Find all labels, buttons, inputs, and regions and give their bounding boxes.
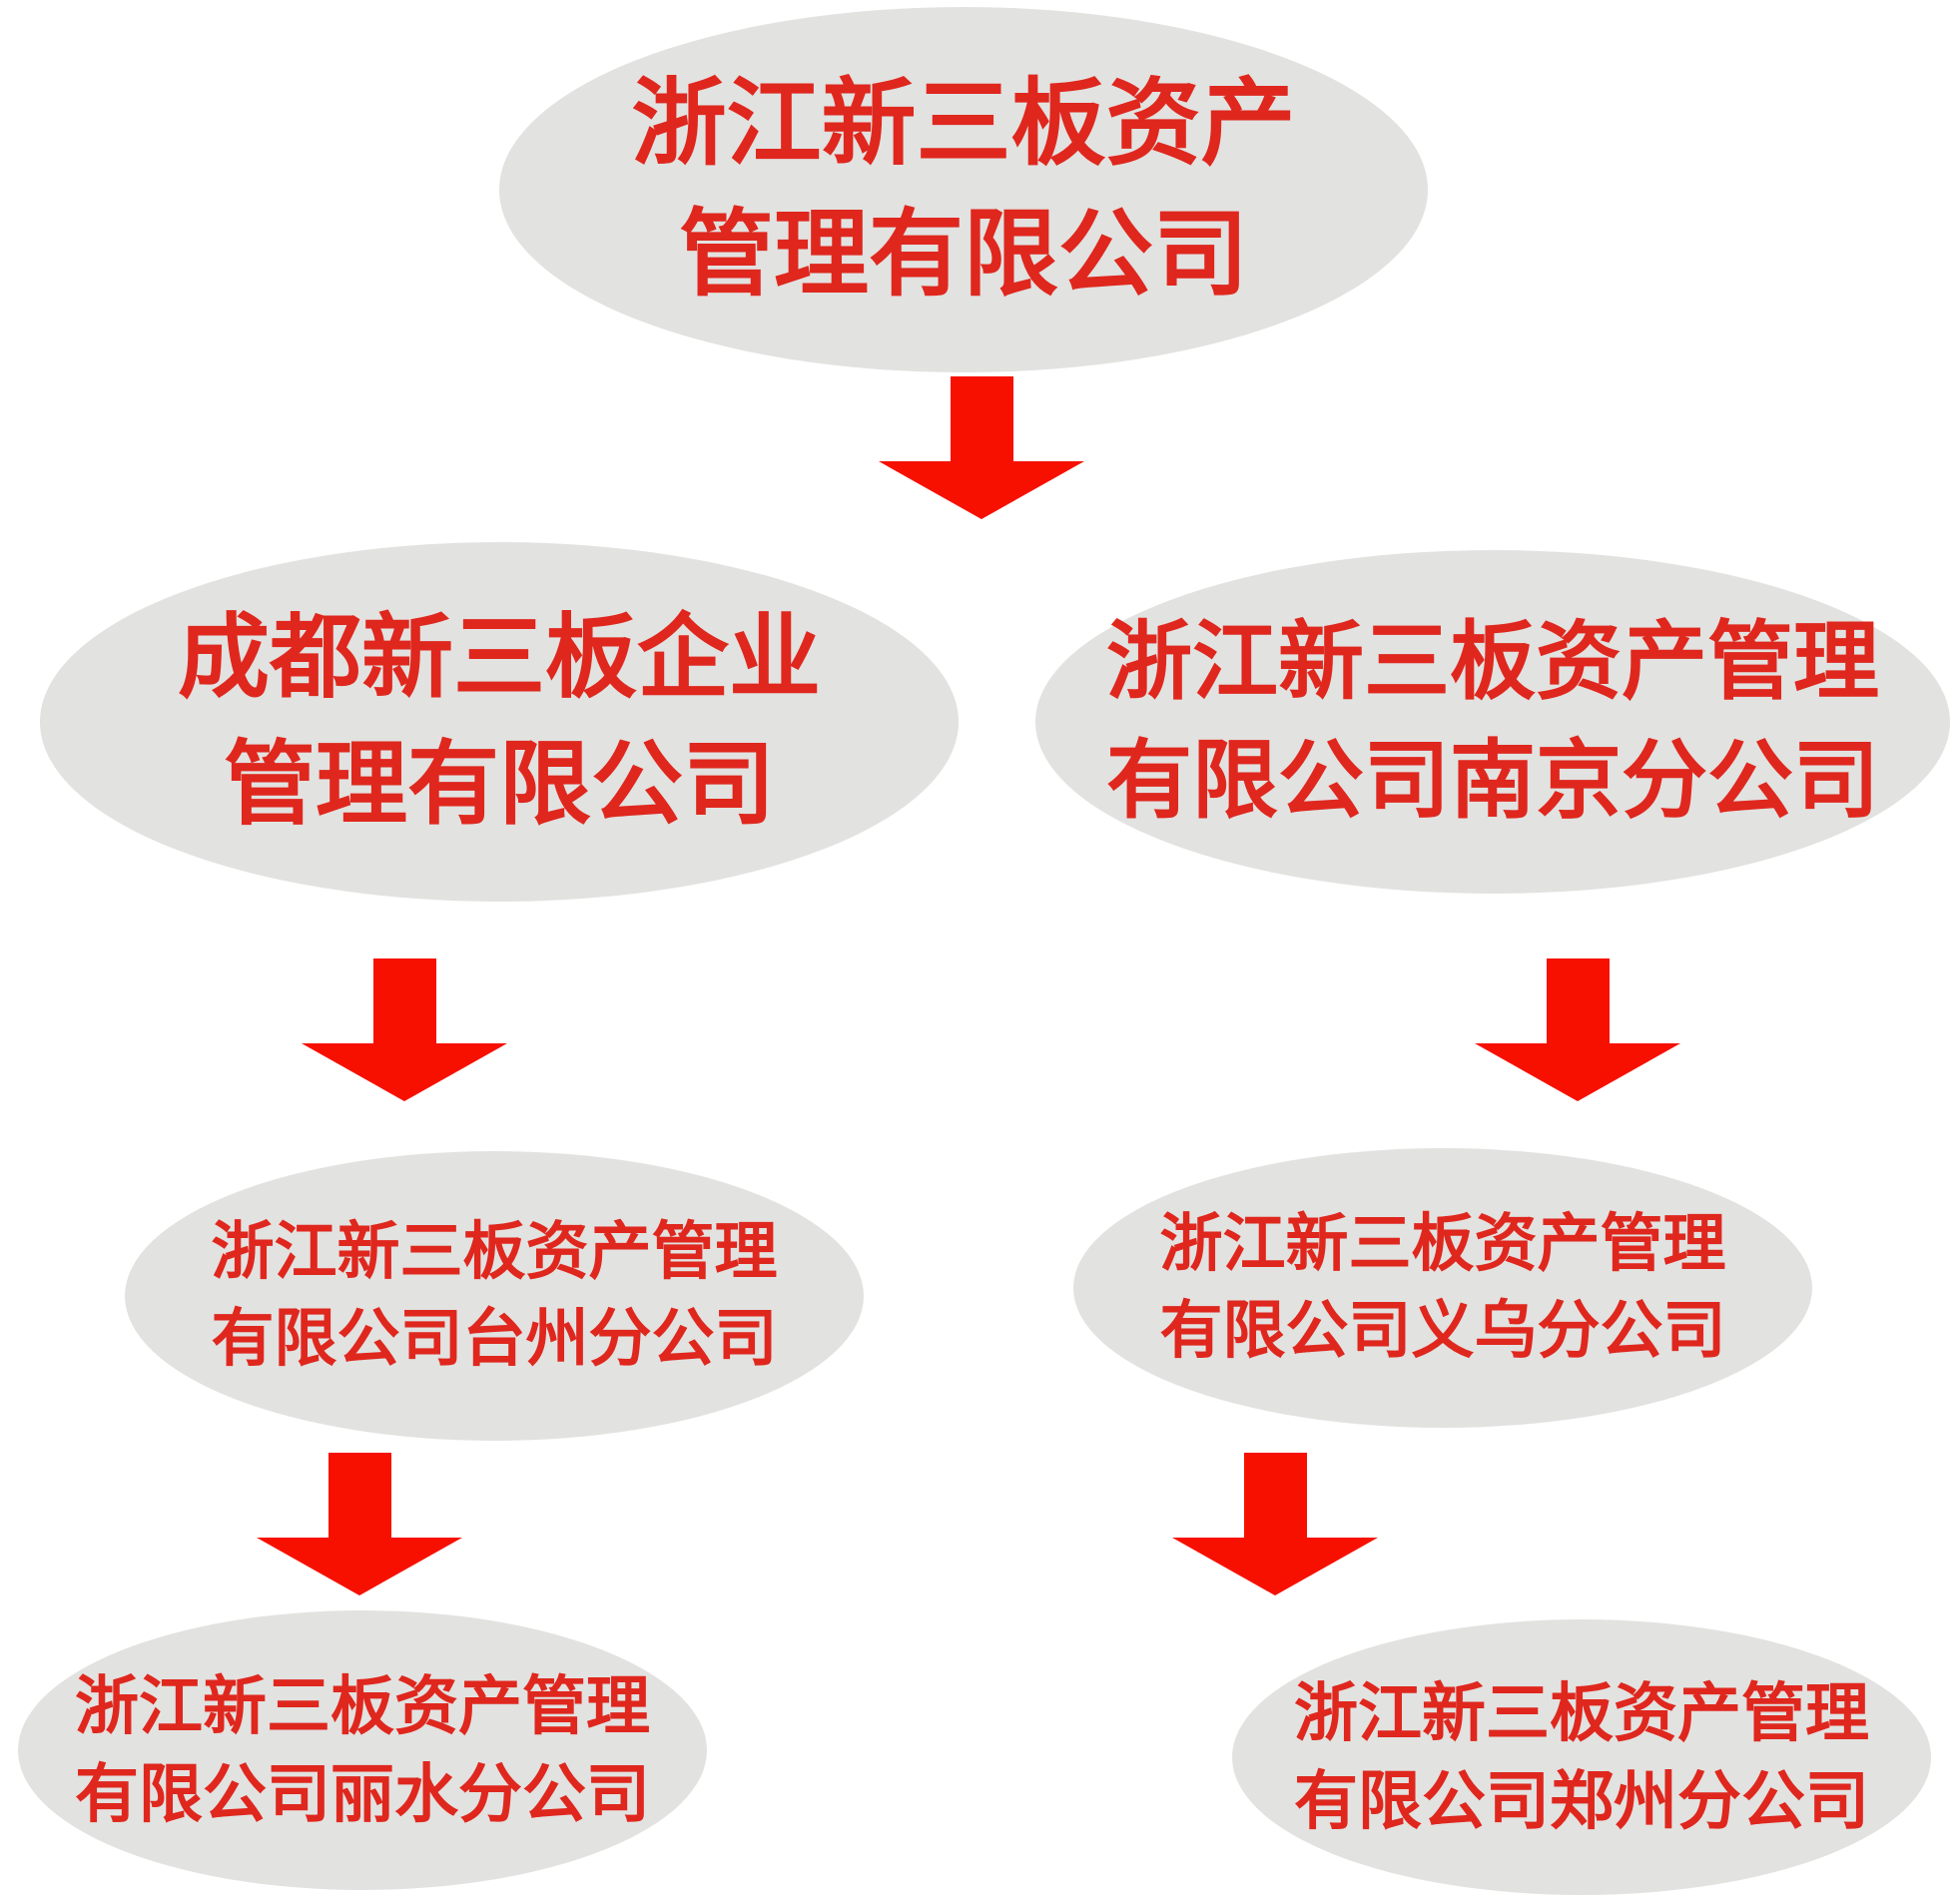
label-line-1: 浙江新三板资产管理 — [211, 1217, 778, 1288]
label-line-2: 有限公司台州分公司 — [211, 1304, 778, 1374]
label-line-1: 浙江新三板资产管理 — [1294, 1676, 1869, 1749]
label-line-2: 有限公司丽水分公司 — [75, 1758, 650, 1830]
arrow-head — [879, 461, 1084, 519]
org-node-nanjing-label: 浙江新三板资产管理 有限公司南京分公司 — [1106, 603, 1879, 840]
arrow-stem — [1547, 958, 1610, 1044]
arrow-head — [1475, 1043, 1680, 1101]
down-arrow-nanjing-to-yiwu — [1475, 958, 1681, 1101]
label-line-2: 管理有限公司 — [223, 734, 775, 836]
org-node-root-label: 浙江新三板资产 管理有限公司 — [631, 59, 1295, 320]
org-node-nanjing: 浙江新三板资产管理 有限公司南京分公司 — [1035, 550, 1950, 894]
arrow-stem — [328, 1453, 391, 1539]
label-line-2: 有限公司义乌分公司 — [1159, 1296, 1726, 1366]
label-line-1: 浙江新三板资产管理 — [1106, 614, 1879, 711]
label-line-2: 有限公司郑州分公司 — [1294, 1765, 1869, 1837]
label-line-1: 浙江新三板资产管理 — [75, 1669, 650, 1742]
org-node-root: 浙江新三板资产 管理有限公司 — [499, 7, 1428, 372]
arrow-head — [257, 1538, 462, 1595]
org-node-lishui: 浙江新三板资产管理 有限公司丽水分公司 — [18, 1610, 707, 1890]
org-node-zhengzhou: 浙江新三板资产管理 有限公司郑州分公司 — [1232, 1619, 1931, 1895]
down-arrow-chengdu-to-taizhou — [302, 958, 508, 1101]
org-node-lishui-label: 浙江新三板资产管理 有限公司丽水分公司 — [75, 1662, 650, 1839]
org-node-chengdu-label: 成都新三板企业 管理有限公司 — [178, 595, 821, 849]
arrow-stem — [951, 376, 1013, 462]
org-node-taizhou: 浙江新三板资产管理 有限公司台州分公司 — [125, 1151, 864, 1441]
arrow-head — [302, 1043, 507, 1101]
label-line-1: 成都新三板企业 — [177, 607, 821, 710]
down-arrow-taizhou-to-lishui — [257, 1453, 463, 1595]
org-node-chengdu: 成都新三板企业 管理有限公司 — [40, 542, 959, 902]
org-node-zhengzhou-label: 浙江新三板资产管理 有限公司郑州分公司 — [1294, 1669, 1869, 1846]
label-line-2: 管理有限公司 — [678, 202, 1248, 308]
arrow-head — [1172, 1538, 1378, 1595]
down-arrow-yiwu-to-zhengzhou — [1172, 1453, 1379, 1595]
label-line-1: 浙江新三板资产 — [631, 70, 1296, 177]
org-node-yiwu: 浙江新三板资产管理 有限公司义乌分公司 — [1073, 1148, 1812, 1428]
org-node-taizhou-label: 浙江新三板资产管理 有限公司台州分公司 — [212, 1209, 778, 1383]
arrow-stem — [1244, 1453, 1307, 1539]
down-arrow-root-to-row2 — [879, 376, 1085, 519]
org-node-yiwu-label: 浙江新三板资产管理 有限公司义乌分公司 — [1160, 1201, 1726, 1375]
arrow-stem — [373, 958, 436, 1044]
label-line-1: 浙江新三板资产管理 — [1159, 1209, 1726, 1280]
label-line-2: 有限公司南京分公司 — [1106, 733, 1879, 829]
